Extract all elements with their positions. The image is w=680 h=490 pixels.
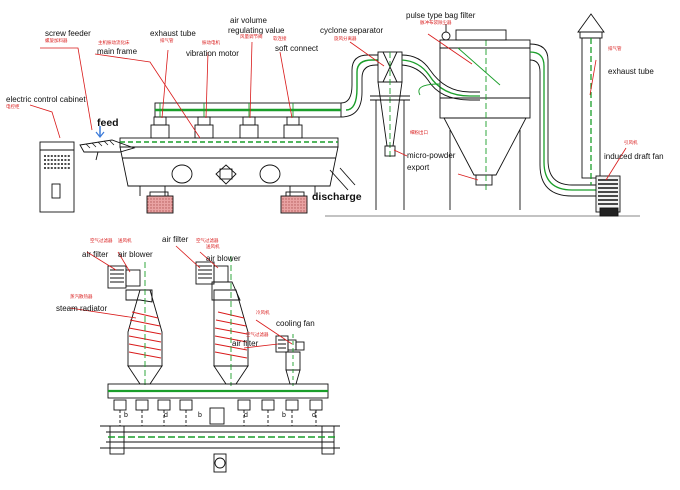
tag-air-blower-left: 送风机 (118, 239, 132, 244)
tag-soft-connect: 软连接 (273, 37, 287, 42)
cyclone-separator (370, 51, 410, 210)
main-frame-vibrating-bed (119, 102, 356, 199)
label-regulating-value: regulating value (228, 26, 285, 35)
tag-induced-draft-fan: 引风机 (624, 141, 638, 146)
tag-vibration-motor: 振动电机 (202, 41, 220, 46)
tag-air-blower-right: 送风机 (206, 245, 220, 250)
tag-cooling-fan: 冷风机 (256, 311, 270, 316)
tag-b-2: b (198, 412, 202, 419)
tag-regulating-value: 风量调节阀 (240, 35, 263, 40)
label-exhaust-tube-right: exhaust tube (608, 67, 654, 76)
label-exhaust-tube: exhaust tube (150, 29, 196, 38)
electric-control-cabinet (39, 141, 75, 213)
label-air-filter-top: air filter (162, 235, 189, 244)
label-vibration-motor: vibration motor (186, 49, 239, 58)
heater-unit-right (195, 256, 249, 386)
label-main-frame: main frame (97, 47, 138, 56)
label-steam-radiator: steam radiator (56, 304, 108, 313)
tag-screw-feeder: 螺旋加料器 (45, 39, 68, 44)
tag-b-1: b (124, 412, 128, 419)
tag-air-filter-top: 空气过滤器 (196, 239, 219, 244)
exhaust-chimney (577, 13, 605, 185)
label-air-filter-left: air filter (82, 250, 109, 259)
label-screw-feeder: screw feeder (45, 29, 91, 38)
tag-d-1: d (164, 412, 168, 419)
air-manifold-bed (100, 383, 340, 473)
label-induced-draft-fan: induced draft fan (604, 152, 664, 161)
tag-cyclone-separator: 旋风分离器 (334, 37, 357, 42)
label-air-blower-right: air blower (206, 254, 241, 263)
tag-d-3: d (312, 412, 316, 419)
right-foundation (280, 195, 308, 214)
label-cooling-fan: cooling fan (276, 319, 315, 328)
label-pulse-bag-filter: pulse type bag filter (406, 11, 476, 20)
label-air-filter-small: air filter (232, 339, 259, 348)
left-foundation (146, 195, 174, 214)
label-export: export (407, 163, 430, 172)
label-discharge: discharge (312, 191, 362, 203)
induced-draft-fan (595, 175, 621, 217)
leader-lines (29, 33, 627, 349)
label-soft-connect: soft connect (275, 44, 319, 53)
duct-bed-to-cyclone (340, 54, 378, 104)
tag-air-filter-left: 空气过滤器 (90, 239, 113, 244)
pulse-bag-filter (439, 24, 531, 210)
heater-unit-left (107, 262, 163, 386)
label-micro-powder: micro-powder (407, 151, 456, 160)
tag-exhaust-tube-right: 排气管 (608, 47, 622, 52)
screw-feeder (79, 126, 136, 161)
tag-d-2: d (244, 412, 248, 419)
label-air-volume: air volume (230, 16, 267, 25)
label-air-blower-left: air blower (118, 250, 153, 259)
tag-main-frame: 主机振动流化床 (98, 41, 130, 46)
tag-micro-powder: 细粉出口 (410, 131, 428, 136)
tag-electric-cabinet: 电控柜 (6, 105, 20, 110)
label-feed: feed (97, 117, 119, 129)
label-cyclone-separator: cyclone separator (320, 26, 384, 35)
tag-steam-radiator: 蒸汽散热器 (70, 295, 93, 300)
tag-b-3: b (282, 412, 286, 419)
cooling-fan-unit (275, 334, 305, 386)
label-electric-cabinet: electric control cabinet (6, 95, 86, 104)
tag-exhaust-tube: 排气管 (160, 39, 174, 44)
tag-pulse-bag-filter: 脉冲布袋除尘器 (420, 21, 452, 26)
tag-air-filter-small: 空气过滤器 (246, 333, 269, 338)
